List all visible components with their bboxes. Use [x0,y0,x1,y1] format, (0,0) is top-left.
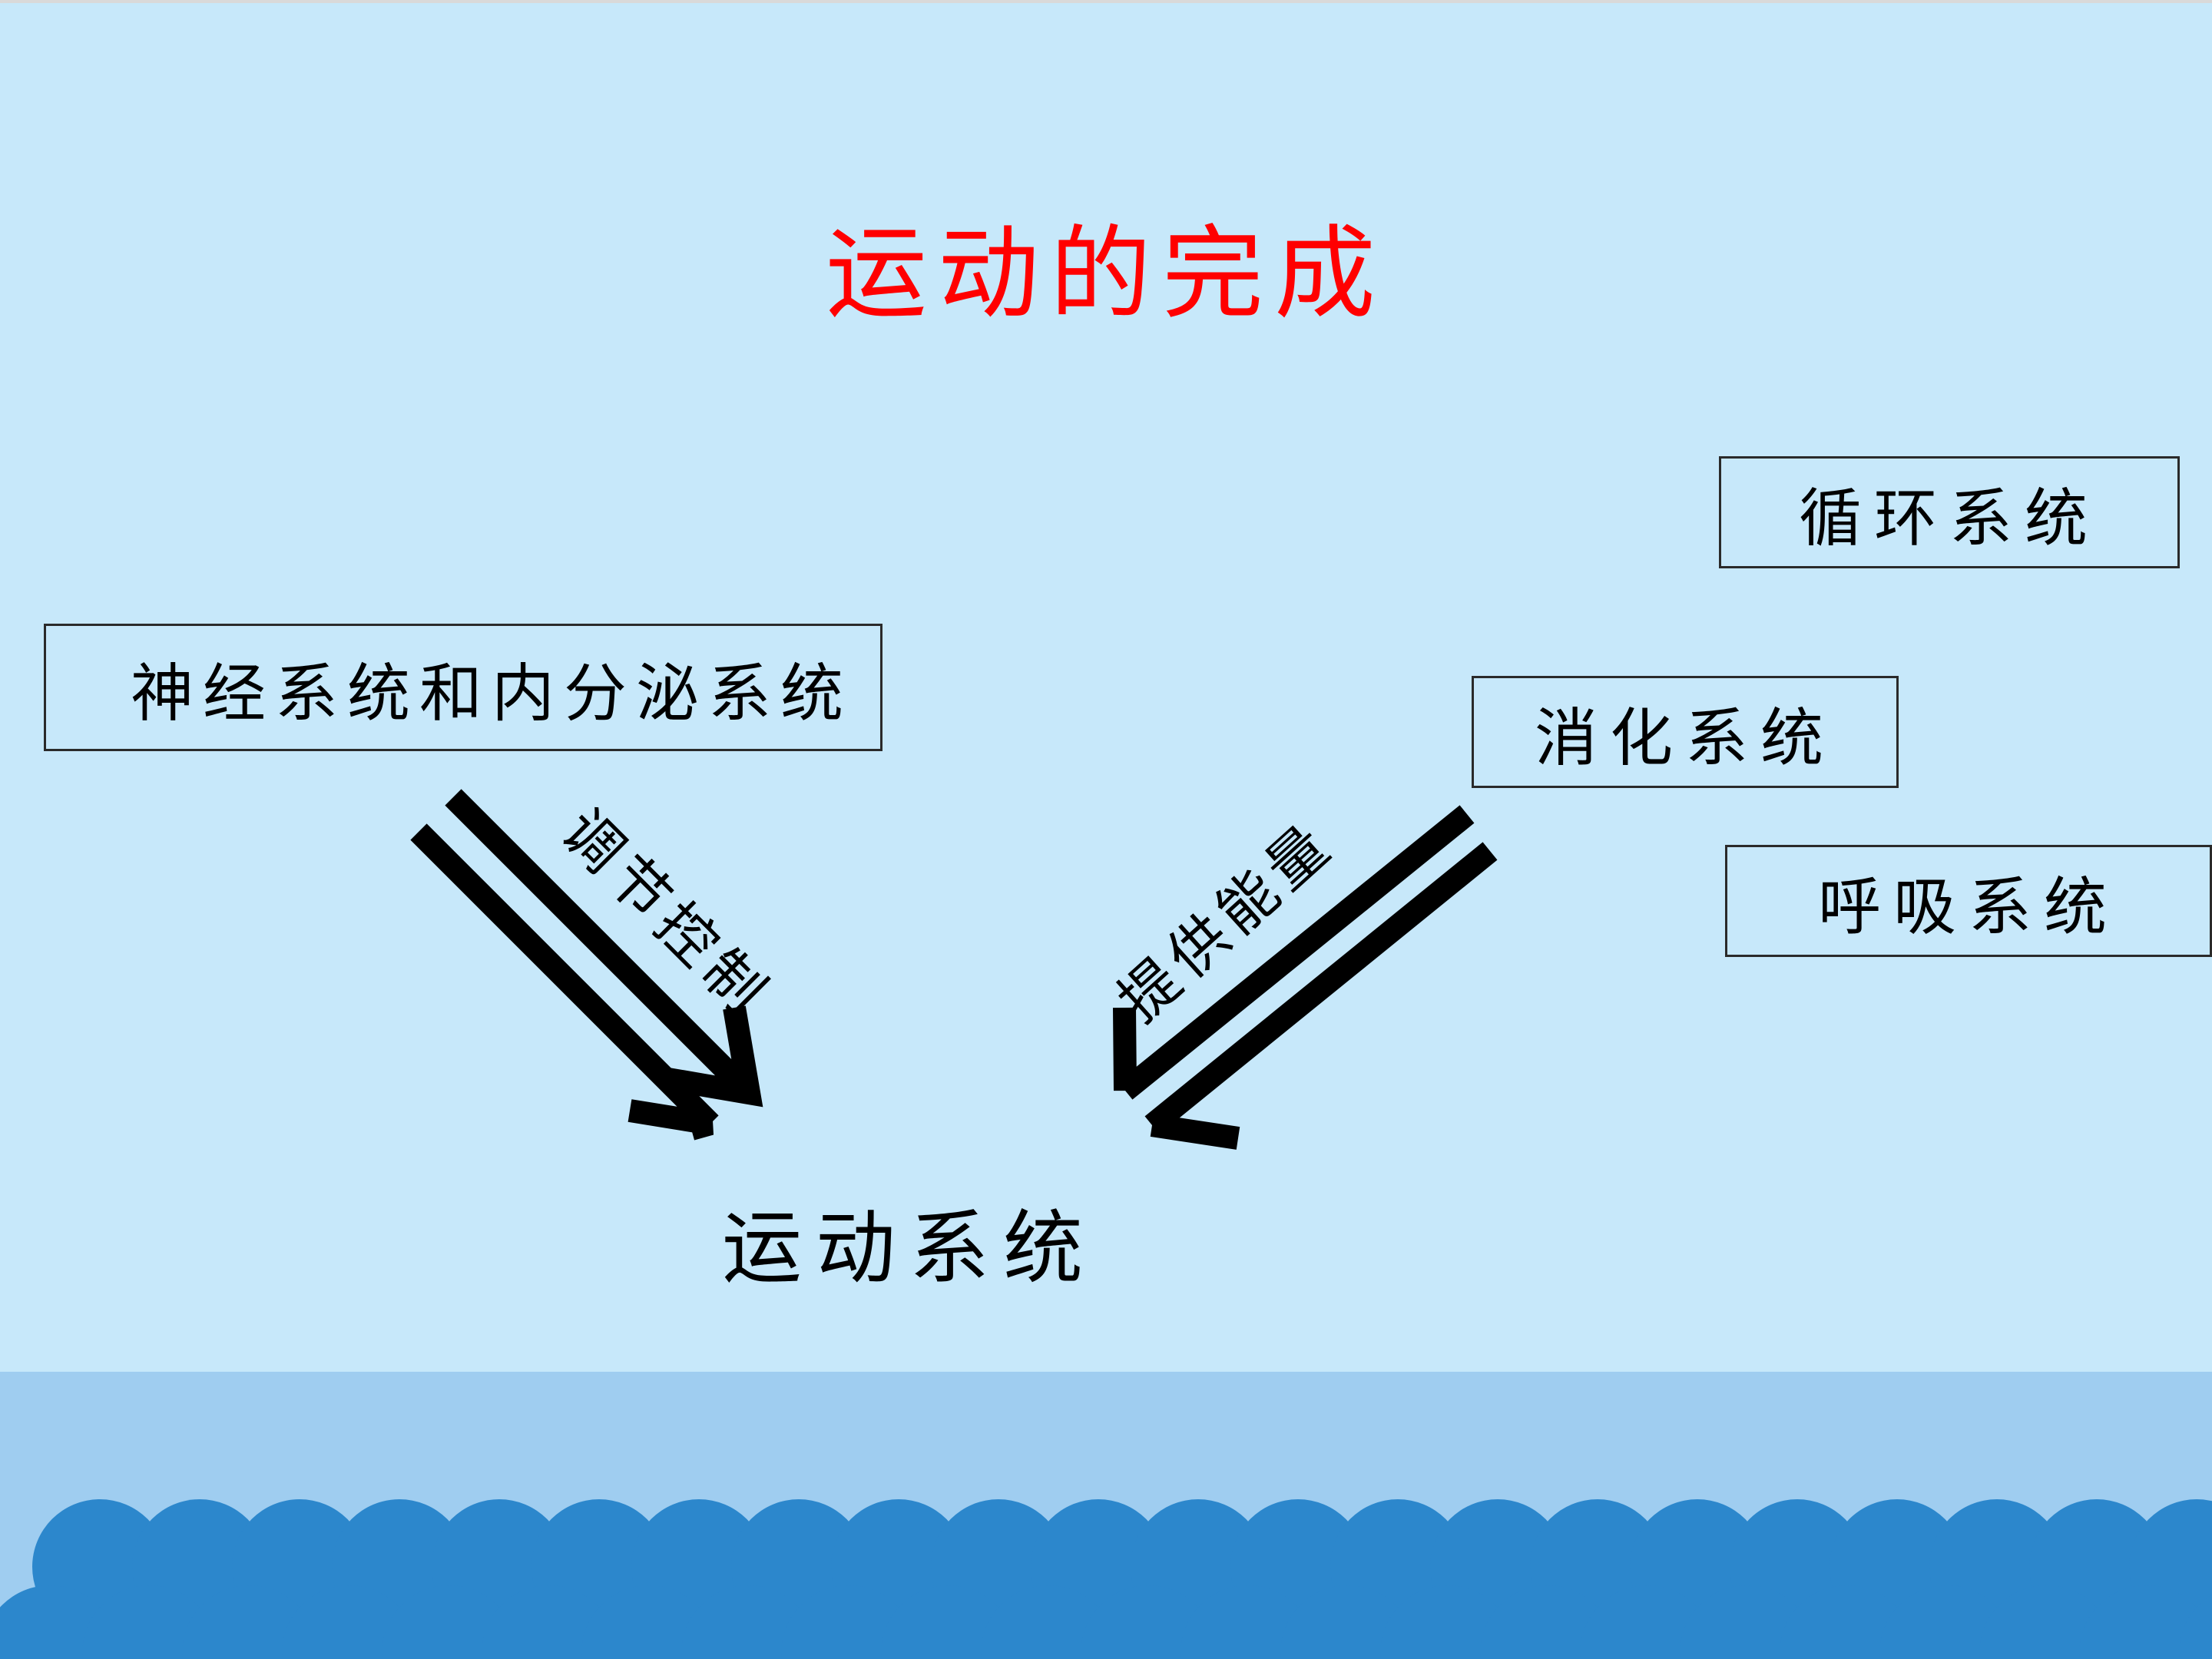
wave-scallop [2079,1585,2212,1659]
circulatory-label: 循环系统 [1798,482,2100,555]
regulate-arrow-lower [410,823,719,1141]
wave-scallop [2179,1594,2212,1659]
digestive-box: 消化系统 [1472,676,1899,788]
respiratory-label: 呼吸系统 [1817,870,2119,944]
energy-arrow-lower [1144,842,1498,1150]
nervous-endocrine-label: 神经系统和内分泌系统 [130,657,853,730]
circulatory-box: 循环系统 [1719,456,2180,568]
slide-title: 运动的完成 [826,215,1386,333]
motor-system-label: 运动系统 [722,1201,1098,1295]
nervous-endocrine-box: 神经系统和内分泌系统 [44,624,882,751]
digestive-label: 消化系统 [1534,701,1836,775]
respiratory-box: 呼吸系统 [1725,845,2212,957]
energy-arrow-upper [1113,805,1475,1100]
top-border [0,0,2212,3]
regulate-arrow-upper [445,789,763,1108]
